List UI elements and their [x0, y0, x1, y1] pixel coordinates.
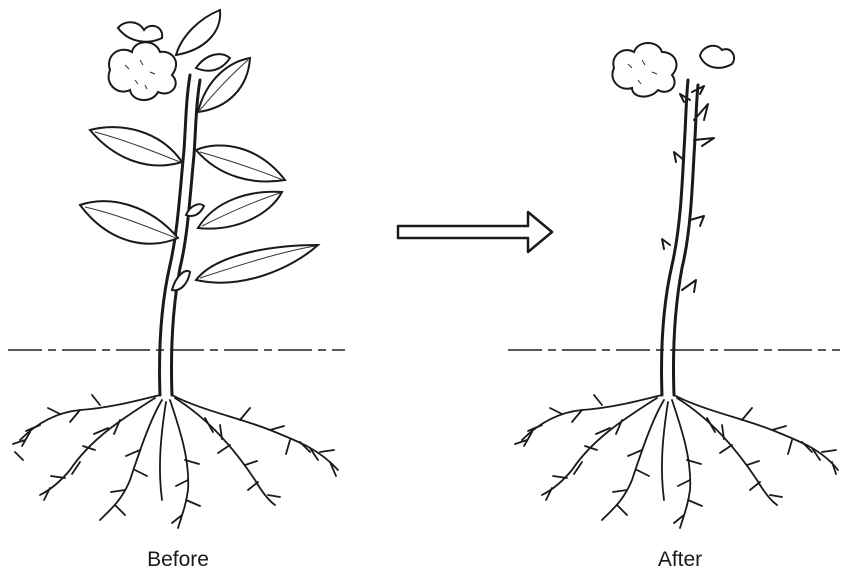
- leaf: [196, 245, 318, 283]
- after-stem: [661, 80, 698, 395]
- leaf: [176, 10, 220, 55]
- transition-arrow: [398, 212, 552, 252]
- stipule: [172, 271, 190, 290]
- before-plant: [8, 10, 345, 528]
- leaf: [198, 192, 282, 229]
- before-flower: [109, 22, 177, 100]
- after-flower: [612, 43, 734, 97]
- before-label: Before: [98, 548, 258, 572]
- leaf: [80, 201, 178, 243]
- after-label: After: [600, 548, 760, 572]
- before-roots: [13, 395, 338, 528]
- leaf: [90, 127, 182, 165]
- after-leaf-stubs: [662, 86, 714, 292]
- after-plant: [508, 43, 840, 528]
- after-roots: [515, 395, 838, 528]
